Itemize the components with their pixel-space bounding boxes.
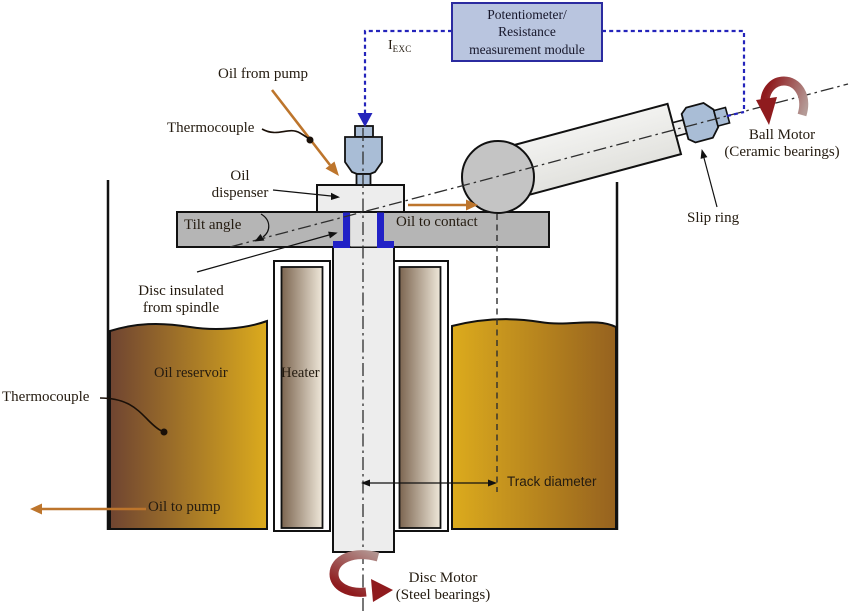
thermocouple-left-tip-icon [160, 428, 168, 436]
disc-motor-rotation-head-icon [371, 579, 393, 602]
oil-dispenser-label: Oil dispenser [211, 168, 269, 201]
wire-to-dispenser [363, 29, 452, 116]
ball-axis-centerline [229, 83, 849, 248]
nozzle-cap [354, 125, 374, 138]
heater-label: Heater [281, 365, 320, 381]
potentiometer-module-label: Potentiometer/ Resistance measurement mo… [469, 6, 585, 57]
disc-insulated-label: Disc insulated from spindle [138, 283, 224, 316]
oil-to-pump-arrowhead-icon [30, 503, 42, 515]
heater-right-element [398, 266, 442, 529]
wire-arrowhead-icon [357, 113, 373, 127]
slip-ring-label: Slip ring [687, 210, 740, 226]
oil-from-pump-arrow [270, 89, 332, 166]
disc-motor-rotation-icon [329, 550, 380, 597]
oil-dispenser-pointer [272, 189, 332, 197]
oil-dispenser-block [316, 184, 405, 213]
oil-reservoir-label: Oil reservoir [154, 365, 228, 381]
slip-ring-pointer [703, 157, 718, 208]
potentiometer-module-box: Potentiometer/ Resistance measurement mo… [451, 2, 603, 62]
track-diameter-arrowhead-left-icon [361, 479, 370, 487]
disc-insulated-pointer [196, 234, 330, 273]
excitation-current-label: IEXC [388, 38, 412, 54]
oil-to-pump-label: Oil to pump [148, 499, 221, 515]
tilt-angle-arc [260, 213, 270, 238]
thermocouple-top-tip-icon [306, 136, 314, 144]
insulation-left [333, 212, 350, 248]
ball-motor-rotation-icon [760, 76, 809, 117]
track-diameter-arrowhead-right-icon [488, 479, 497, 487]
heater-left-element [280, 266, 324, 529]
oil-reservoir-left [109, 319, 268, 530]
test-ball [461, 140, 535, 214]
ball-motor-label: Ball Motor (Ceramic bearings) [724, 127, 840, 160]
tilt-angle-label: Tilt angle [184, 217, 242, 233]
wire-to-slip-ring [602, 29, 746, 111]
slip-ring-pointer-arrowhead-icon [700, 149, 708, 159]
thermocouple-top-label: Thermocouple [167, 120, 255, 136]
oil-to-contact-arrowhead-icon [466, 199, 478, 211]
oil-from-pump-arrowhead-icon [325, 161, 339, 176]
track-diameter-label: Track diameter [507, 474, 597, 489]
wire-slip-ring-stub [726, 110, 745, 118]
oil-reservoir-right [451, 318, 617, 530]
thermocouple-left-lead [99, 397, 163, 432]
disc-motor-label: Disc Motor (Steel bearings) [395, 570, 491, 603]
oil-to-contact-label: Oil to contact [396, 214, 478, 230]
insulation-right [377, 212, 394, 248]
oil-from-pump-label: Oil from pump [218, 66, 308, 82]
disc-hub-neck [350, 212, 377, 247]
disc-insulated-pointer-arrowhead-icon [328, 231, 338, 239]
tilt-angle-arrowhead-icon [254, 234, 265, 242]
oil-dispenser-pointer-arrowhead-icon [331, 192, 340, 200]
thermocouple-left-label: Thermocouple [2, 389, 90, 405]
slip-ring-body [680, 102, 720, 144]
ball-motor-rotation-head-icon [756, 97, 777, 125]
